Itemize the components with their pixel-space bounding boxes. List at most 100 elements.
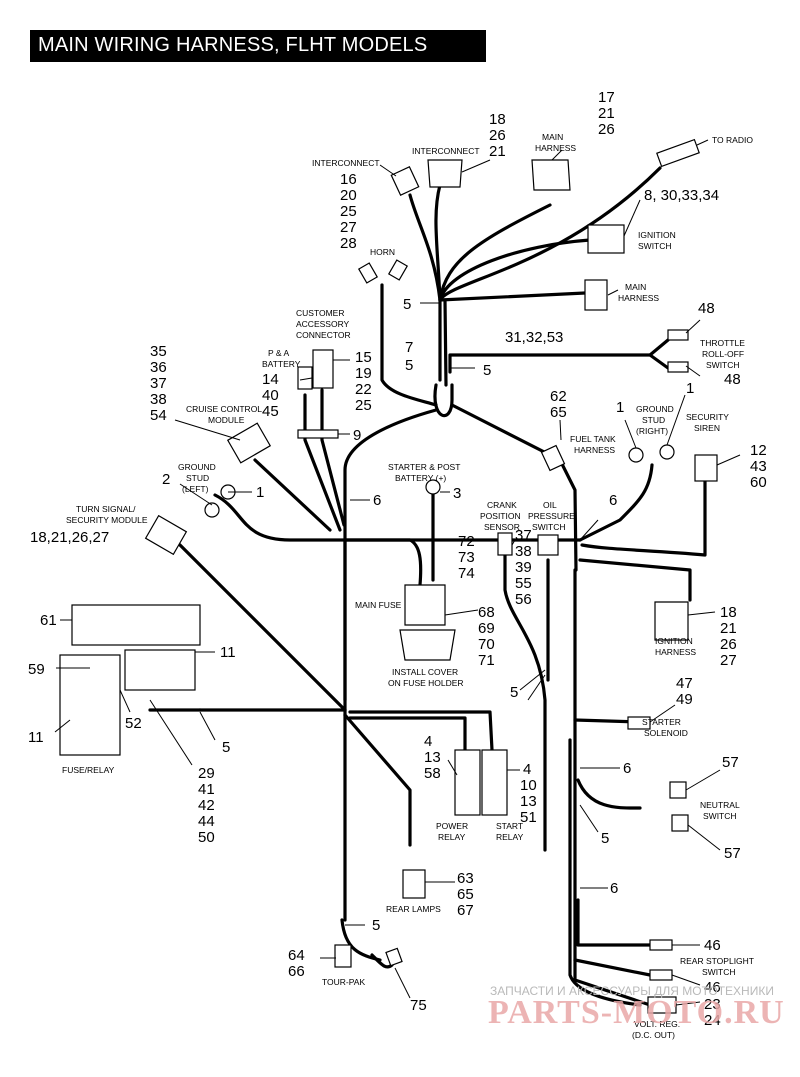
- callout-interconnect-left-1: 16: [340, 171, 357, 188]
- callout-pa-battery-1: 14: [262, 371, 279, 388]
- label-pa-battery-2: BATTERY: [262, 359, 301, 369]
- label-power-relay-1: POWER: [436, 821, 468, 831]
- callout-ignition-switch: 8, 30,33,34: [644, 187, 719, 204]
- callout-interconnect-left-4: 27: [340, 219, 357, 236]
- label-rear-stoplight-1: REAR STOPLIGHT: [680, 956, 754, 966]
- callout-clip-6-center: 6: [373, 492, 381, 509]
- label-power-relay-2: RELAY: [438, 832, 466, 842]
- callout-ignition-harness-3: 26: [720, 636, 737, 653]
- security-siren-ring: [659, 444, 675, 460]
- label-main-harness-top-1: MAIN: [542, 132, 563, 142]
- label-ground-right-1: GROUND: [636, 404, 674, 414]
- callout-neutral-top: 57: [722, 754, 739, 771]
- callout-oil-1: 37: [515, 527, 532, 544]
- label-crank-2: POSITION: [480, 511, 521, 521]
- leader-lines: [54, 139, 741, 1006]
- label-oil-1: OIL: [543, 500, 557, 510]
- callout-pa-battery-3: 45: [262, 403, 279, 420]
- callout-ignition-harness-1: 18: [720, 604, 737, 621]
- callout-clip-mid-left-1: 7: [405, 339, 413, 356]
- main-harness-connector-top: [531, 159, 571, 191]
- callout-oil-3: 39: [515, 559, 532, 576]
- starter-post-ring: [425, 479, 441, 495]
- callout-fuse-5: 5: [222, 739, 230, 756]
- callout-volt-reg-1: 23: [704, 996, 721, 1013]
- callout-oil-2: 38: [515, 543, 532, 560]
- callout-throttle-bottom: 48: [724, 371, 741, 388]
- label-ground-right-3: (RIGHT): [636, 426, 668, 436]
- throttle-connector-top: [667, 329, 689, 341]
- security-siren-connector: [694, 454, 718, 482]
- label-starter-solenoid-1: STARTER: [642, 717, 681, 727]
- callout-cruise-5: 54: [150, 407, 167, 424]
- harness-wires: [148, 166, 707, 1007]
- label-fuel-tank-1: FUEL TANK: [570, 434, 616, 444]
- callout-cruise-3: 37: [150, 375, 167, 392]
- label-ground-left-3: (LEFT): [182, 484, 209, 494]
- callout-interconnect-left-5: 28: [340, 235, 357, 252]
- callout-rear-lamps-3: 67: [457, 902, 474, 919]
- label-rear-lamps: REAR LAMPS: [386, 904, 441, 914]
- callout-start-relay-4: 51: [520, 809, 537, 826]
- callout-cruise-2: 36: [150, 359, 167, 376]
- label-fuse-relay: FUSE/RELAY: [62, 765, 115, 775]
- oil-pressure-switch: [537, 534, 559, 556]
- callout-customer-accessory-3: 22: [355, 381, 372, 398]
- rear-lamps-connector: [402, 869, 426, 899]
- callout-starter-post: 3: [453, 485, 461, 502]
- callout-neutral-bottom: 57: [724, 845, 741, 862]
- label-oil-2: PRESSURE: [528, 511, 575, 521]
- callout-rear-lamps-1: 63: [457, 870, 474, 887]
- label-ignition-switch-1: IGNITION: [638, 230, 676, 240]
- rear-stoplight-connector-bottom: [649, 969, 673, 981]
- callout-oil-4: 55: [515, 575, 532, 592]
- label-install-cover-1: INSTALL COVER: [392, 667, 458, 677]
- label-ignition-switch-2: SWITCH: [638, 241, 672, 251]
- callout-fuse-59: 59: [28, 661, 45, 678]
- callout-starter-solenoid-2: 49: [676, 691, 693, 708]
- label-cruise-control-2: MODULE: [208, 415, 245, 425]
- callout-tour-75: 75: [410, 997, 427, 1014]
- interconnect-connector-left: [390, 166, 420, 196]
- callout-numbers: 17 21 26 18 26 21 16 20 25 27 28 8, 30,3…: [28, 89, 767, 1029]
- callout-fuse-52: 52: [125, 715, 142, 732]
- callout-customer-accessory-2: 19: [355, 365, 372, 382]
- label-security-siren-2: SIREN: [694, 423, 720, 433]
- rear-stoplight-connector-top: [649, 939, 673, 951]
- callout-crank-3: 74: [458, 565, 475, 582]
- diagram-title: MAIN WIRING HARNESS, FLHT MODELS: [38, 34, 428, 56]
- callout-oil-5: 56: [515, 591, 532, 608]
- callout-tour-pak-2: 66: [288, 963, 305, 980]
- callout-clip-6-lower: 6: [623, 760, 631, 777]
- label-customer-accessory-3: CONNECTOR: [296, 330, 351, 340]
- callout-rear-lamps-2: 65: [457, 886, 474, 903]
- label-install-cover-2: ON FUSE HOLDER: [388, 678, 464, 688]
- tour-pak-connector: [334, 944, 352, 968]
- callout-clip-mid-left-2: 5: [405, 357, 413, 374]
- neutral-switch-upper: [669, 781, 687, 799]
- callout-rear-stoplight-top: 46: [704, 937, 721, 954]
- label-rear-stoplight-2: SWITCH: [702, 967, 736, 977]
- callout-power-relay-3: 58: [424, 765, 441, 782]
- callout-rear-stoplight-bottom: 46: [704, 979, 721, 996]
- label-start-relay-2: RELAY: [496, 832, 524, 842]
- label-neutral-2: SWITCH: [703, 811, 737, 821]
- ground-stud-left-ring-2: [204, 502, 220, 518]
- label-volt-reg-2: (D.C. OUT): [632, 1030, 675, 1040]
- interconnect-connector-top: [427, 159, 463, 188]
- callout-customer-accessory-1: 15: [355, 349, 372, 366]
- callout-clip-5-right-low: 5: [601, 830, 609, 847]
- callout-clip-5-low: 5: [510, 684, 518, 701]
- callout-main-harness-top-1: 17: [598, 89, 615, 106]
- callout-start-relay-3: 13: [520, 793, 537, 810]
- callout-clip-5-bottom: 5: [372, 917, 380, 934]
- label-turn-signal-2: SECURITY MODULE: [66, 515, 148, 525]
- label-main-harness-right-1: MAIN: [625, 282, 646, 292]
- callout-security-siren-3: 60: [750, 474, 767, 491]
- callout-starter-solenoid-1: 47: [676, 675, 693, 692]
- ignition-switch-connector: [587, 224, 625, 254]
- title-bar: [30, 30, 486, 62]
- label-main-harness-top-2: HARNESS: [535, 143, 576, 153]
- callout-fuse-bottom-1: 29: [198, 765, 215, 782]
